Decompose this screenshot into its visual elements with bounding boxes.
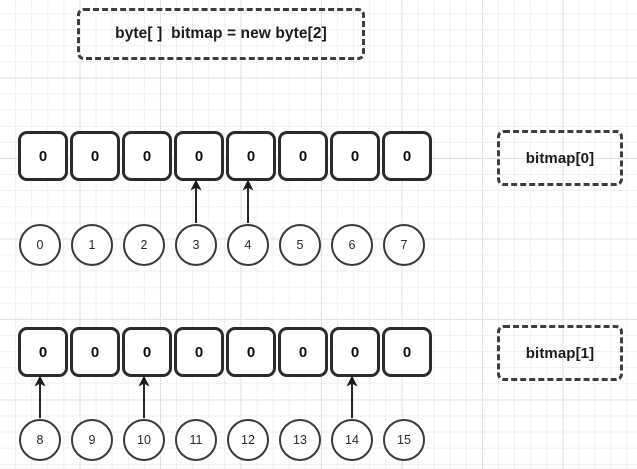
bitmap-1-label-box: bitmap[1] xyxy=(497,325,623,381)
index-circle: 8 xyxy=(19,419,61,461)
byte-cell: 0 xyxy=(18,327,68,377)
bitmap-0-label-box: bitmap[0] xyxy=(497,130,623,186)
byte-array-row-1: 0 0 0 0 0 0 0 0 xyxy=(18,327,432,377)
bitmap-1-label-text: bitmap[1] xyxy=(525,344,595,362)
index-circle: 9 xyxy=(71,419,113,461)
index-circle: 15 xyxy=(383,419,425,461)
index-circle: 6 xyxy=(331,224,373,266)
byte-cell: 0 xyxy=(174,327,224,377)
index-circle: 3 xyxy=(175,224,217,266)
index-circle: 2 xyxy=(123,224,165,266)
byte-cell: 0 xyxy=(330,327,380,377)
byte-cell: 0 xyxy=(330,131,380,181)
declaration-annotation-box: byte[ ] bitmap = new byte[2] xyxy=(77,8,365,60)
byte-cell: 0 xyxy=(278,131,328,181)
declaration-text: byte[ ] bitmap = new byte[2] xyxy=(115,25,327,42)
index-circle: 1 xyxy=(71,224,113,266)
index-circle: 10 xyxy=(123,419,165,461)
byte-cell: 0 xyxy=(122,131,172,181)
byte-cell: 0 xyxy=(18,131,68,181)
byte-cell: 0 xyxy=(122,327,172,377)
index-circle-row-0: 0 1 2 3 4 5 6 7 xyxy=(19,224,425,266)
index-circle: 4 xyxy=(227,224,269,266)
byte-cell: 0 xyxy=(382,131,432,181)
bitmap-0-label-text: bitmap[0] xyxy=(525,149,595,167)
index-circle: 5 xyxy=(279,224,321,266)
byte-array-row-0: 0 0 0 0 0 0 0 0 xyxy=(18,131,432,181)
index-circle-row-1: 8 9 10 11 12 13 14 15 xyxy=(19,419,425,461)
byte-cell: 0 xyxy=(70,131,120,181)
index-circle: 13 xyxy=(279,419,321,461)
index-circle: 11 xyxy=(175,419,217,461)
index-circle: 14 xyxy=(331,419,373,461)
byte-cell: 0 xyxy=(70,327,120,377)
byte-cell: 0 xyxy=(174,131,224,181)
byte-cell: 0 xyxy=(226,131,276,181)
byte-cell: 0 xyxy=(382,327,432,377)
index-circle: 12 xyxy=(227,419,269,461)
index-circle: 7 xyxy=(383,224,425,266)
byte-cell: 0 xyxy=(278,327,328,377)
index-circle: 0 xyxy=(19,224,61,266)
byte-cell: 0 xyxy=(226,327,276,377)
